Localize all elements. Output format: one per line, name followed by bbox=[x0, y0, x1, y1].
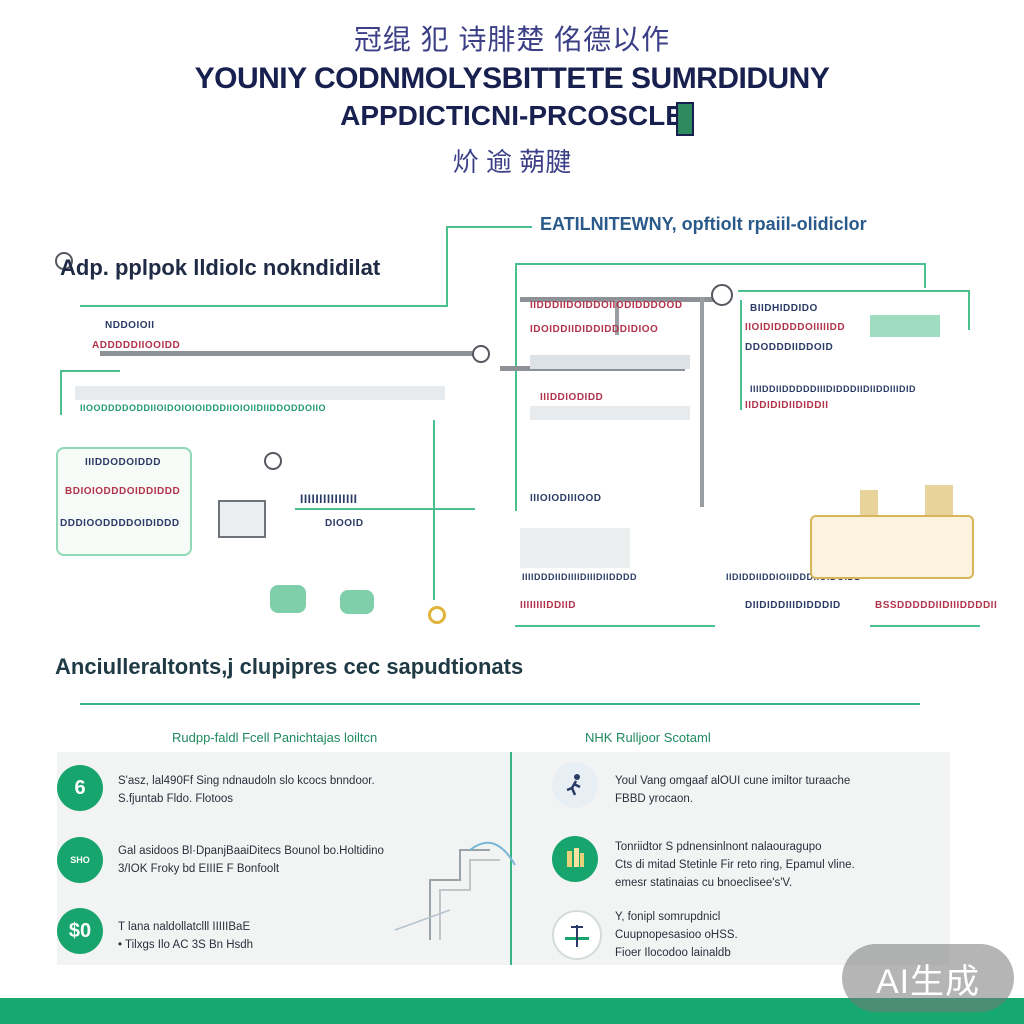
pipe bbox=[100, 351, 480, 356]
connector-line bbox=[870, 625, 980, 627]
right-bar-label: DDODDDIIDDOID bbox=[745, 342, 834, 353]
connector-line bbox=[515, 263, 925, 265]
center-label: IIIIIIIIIIIIIII bbox=[300, 492, 358, 506]
center-label: DIOOID bbox=[325, 518, 364, 529]
left-item-text: T lana naldollatclll IIIIIBaE bbox=[118, 921, 251, 933]
bottom-bar-label: IIIIIIIIDDIID bbox=[520, 600, 576, 611]
step-badge: SHO bbox=[57, 837, 103, 883]
machinery-icon bbox=[860, 490, 878, 515]
machinery-icon bbox=[810, 515, 974, 579]
right-item-text: Cuupnopesasioo oHSS. bbox=[615, 929, 738, 941]
step-badge: 6 bbox=[57, 765, 103, 811]
machinery-icon bbox=[925, 485, 953, 515]
right-item-text: FBBD yrocaon. bbox=[615, 793, 693, 805]
left-box-line: DDDIOODDDDOIDIDDD bbox=[60, 518, 180, 529]
left-box-line: IIIDDODOIDDD bbox=[85, 457, 161, 468]
mid-bar bbox=[530, 406, 690, 420]
mid-bar-label: IIDDDIIDOIDDOIIODIDDDOOD bbox=[530, 300, 683, 311]
tank-icon bbox=[340, 590, 374, 614]
runner-icon bbox=[552, 762, 598, 808]
bottom-bar-label: IIDIDDIIDDIOIIDDDIIOIDOIDD bbox=[726, 572, 862, 582]
left-box-line: BDIOIODDDOIDDIDDD bbox=[65, 486, 181, 497]
pipe bbox=[700, 297, 704, 507]
right-item-text: Tonriidtor S pdnensinlnont nalaouragupo bbox=[615, 841, 822, 853]
connector-line bbox=[515, 625, 715, 627]
right-item-text: emesr statinaias cu bnoeclisee's'V. bbox=[615, 877, 793, 889]
right-section-title: EATILNITEWNY, opftiolt rpaiil-olidiclor bbox=[540, 214, 867, 234]
equipment-block-icon bbox=[218, 500, 266, 538]
left-item-text: S.fjuntab Fldo. Flotoos bbox=[118, 793, 234, 805]
ai-generated-watermark: AI生成 bbox=[842, 944, 1014, 1012]
connector-line bbox=[924, 263, 926, 288]
divider bbox=[80, 703, 920, 705]
connector-line bbox=[515, 263, 517, 511]
title-badge-icon bbox=[676, 102, 694, 136]
junction-node bbox=[264, 452, 282, 470]
bottom-bar-label: BSSDDDDDIIDIIIDDDDII bbox=[875, 600, 998, 611]
right-bar-label: IIOIDIDDDDOIIIIIDD bbox=[745, 322, 846, 333]
left-process-box bbox=[56, 447, 192, 556]
tank-icon bbox=[270, 585, 306, 613]
mid-bar-label: IIIDDIODIDD bbox=[540, 392, 604, 403]
title-line-2: APPDICTICNI-PRCOSCLE bbox=[340, 100, 684, 131]
bottom-bar-label: IIIIDDDIIDIIIIDIIIDIIDDDD bbox=[522, 572, 638, 582]
chinese-header: 冠绲 犯 诗腓楚 佲德以作 bbox=[353, 24, 671, 55]
connector-line bbox=[60, 370, 120, 372]
left-bar-label: IIOODDDDODDIIOIDOIOIOIDDDIIOIOIIDIIDDODD… bbox=[80, 403, 327, 413]
right-bar-label: BIIDHIDDIDO bbox=[750, 303, 818, 314]
left-bar-label: ADDDDDIIOOIDD bbox=[92, 340, 181, 351]
pipe bbox=[615, 300, 619, 335]
left-section-title: Adp. pplpok lldiolc nokndidilat bbox=[60, 255, 381, 280]
connector-line bbox=[968, 290, 970, 330]
antenna-icon bbox=[552, 910, 602, 960]
connector-line bbox=[446, 226, 448, 306]
left-item-text: S'asz, lal490Ff Sing ndnaudoln slo kcocs… bbox=[118, 775, 375, 787]
right-bar-label: IIDDIDIDIIDIDDII bbox=[745, 400, 829, 411]
connector-line bbox=[80, 305, 448, 307]
right-column-heading: NHK Rulljoor Scotaml bbox=[585, 730, 711, 745]
left-bar-label: NDDOIOII bbox=[105, 320, 155, 331]
left-item-text: 3/IOK Froky bd EIIIE F Bonfoolt bbox=[118, 863, 280, 875]
connector-line bbox=[433, 420, 435, 600]
features-title: Anciulleraltonts,j clupipres cec sapudti… bbox=[55, 654, 524, 679]
target-node-icon bbox=[428, 606, 446, 624]
connector-line bbox=[447, 226, 532, 228]
connector-line bbox=[740, 300, 742, 410]
pipe bbox=[520, 297, 720, 302]
bottom-bar-label: DIIDIDDIIIDIDDDID bbox=[745, 600, 841, 611]
right-bar-label: IIIIDDIIDDDDDIIIDIDDDIIDIIDDIIIDID bbox=[750, 384, 917, 394]
mid-bar bbox=[530, 355, 690, 369]
chinese-subtitle: 炌 逾 蒴腱 bbox=[452, 147, 572, 177]
grain-icon bbox=[552, 836, 598, 882]
junction-node bbox=[711, 284, 733, 306]
connector-line bbox=[738, 290, 968, 292]
features-panel bbox=[57, 752, 950, 965]
step-badge: $0 bbox=[57, 908, 103, 954]
left-item-text: Gal asidoos Bl·DpanjBaaiDitecs Bounol bo… bbox=[118, 845, 384, 857]
right-item-text: Fioer Ilocodoo lainaldb bbox=[615, 947, 731, 959]
right-item-text: Youl Vang omgaaf alOUI cune imiltor tura… bbox=[615, 775, 851, 787]
mid-bar-label: IIIOIODIIIOOD bbox=[530, 493, 602, 504]
right-item-text: Y, fonipl somrupdnicl bbox=[615, 911, 721, 923]
right-item-text: Cts di mitad Stetinle Fir reto ring, Epa… bbox=[615, 859, 855, 871]
connector-line bbox=[60, 370, 62, 415]
junction-node bbox=[55, 252, 73, 270]
stairs-illustration bbox=[394, 841, 516, 940]
title-line-1: YOUNIY CODNMOLYSBITTETE SUMRDIDUNY bbox=[194, 62, 830, 95]
right-bar-fill bbox=[870, 315, 940, 337]
mid-bar-label: IDOIDDIIDIDDIDDDIDIOO bbox=[530, 324, 659, 335]
junction-node bbox=[472, 345, 490, 363]
left-column-heading: Rudpp-faldl Fcell Panichtajas loiltcn bbox=[172, 730, 378, 745]
left-bar bbox=[75, 386, 445, 400]
bottom-left-panel bbox=[520, 528, 630, 568]
connector-line bbox=[295, 508, 475, 510]
left-item-text: • Tilxgs Ilo AC 3S Bn Hsdh bbox=[118, 939, 254, 951]
